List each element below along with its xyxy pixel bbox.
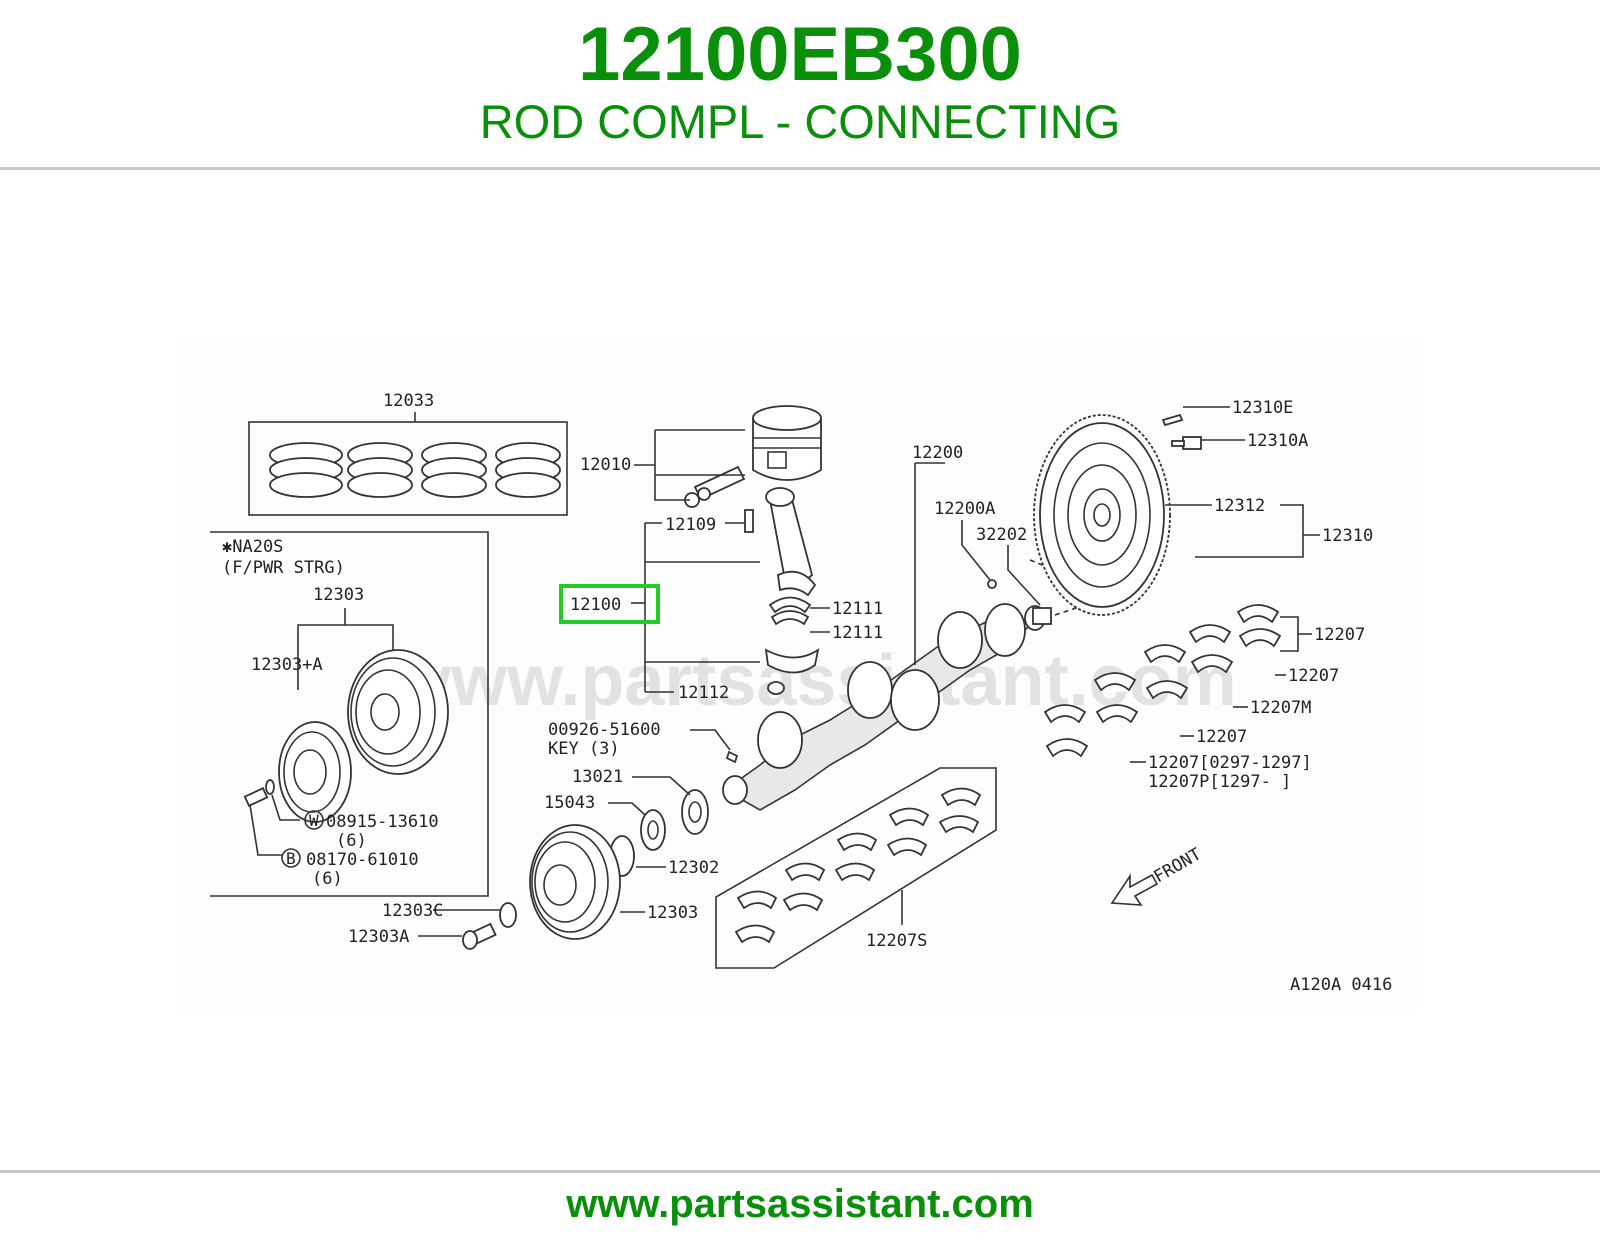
label-12033: 12033 <box>383 391 434 411</box>
rod-cap <box>764 648 820 695</box>
label-12200A: 12200A <box>934 499 995 519</box>
key-part <box>725 750 739 764</box>
label-12303C: 12303C <box>382 901 443 921</box>
inset-w-letter: W <box>309 811 319 830</box>
inset-b-letter: B <box>286 849 296 868</box>
front-arrow-icon <box>1110 873 1159 906</box>
piston <box>752 405 822 481</box>
header-divider <box>0 167 1600 170</box>
rod-bearing-upper <box>768 596 812 626</box>
label-12207-a: 12207 <box>1314 625 1365 645</box>
highlight-12100-box[interactable] <box>559 584 660 624</box>
page-header: 12100EB300 ROD COMPL - CONNECTING <box>0 0 1600 168</box>
inset-pulley-front <box>278 721 352 823</box>
inset-title: ✱NA20S <box>222 537 283 557</box>
crankshaft <box>722 603 1046 811</box>
label-12310: 12310 <box>1322 526 1373 546</box>
label-12303: 12303 <box>647 903 698 923</box>
pulley-washer <box>499 902 517 928</box>
label-12302: 12302 <box>668 858 719 878</box>
piston-ring-3 <box>421 442 487 498</box>
label-12207-b: 12207 <box>1288 666 1339 686</box>
inset-label-08915-qty: (6) <box>336 831 367 851</box>
connecting-rod <box>744 487 817 597</box>
label-12310E: 12310E <box>1232 398 1293 418</box>
flywheel-dowel <box>1161 413 1184 427</box>
label-12303A: 12303A <box>348 927 409 947</box>
piston-ring-set <box>248 421 568 516</box>
inset-subtitle: (F/PWR STRG) <box>222 558 345 578</box>
label-key-qty: KEY (3) <box>548 739 620 759</box>
label-12111-upper: 12111 <box>832 599 883 619</box>
label-12109: 12109 <box>665 515 716 535</box>
piston-ring-1 <box>269 442 343 498</box>
label-12207S: 12207S <box>866 931 927 951</box>
footer-divider <box>0 1170 1600 1173</box>
piston-ring-2 <box>347 442 413 498</box>
label-32202: 32202 <box>976 525 1027 545</box>
inset-bolt <box>243 779 275 807</box>
label-12312: 12312 <box>1214 496 1265 516</box>
label-12310A: 12310A <box>1247 431 1308 451</box>
inset-na20s: ✱NA20S (F/PWR STRG) 12303 12303+A W 0891… <box>210 531 489 897</box>
inset-label-08170-qty: (6) <box>312 869 343 889</box>
main-bearing-kit-box <box>715 767 997 969</box>
diagram-code: A120A 0416 <box>1290 975 1392 995</box>
inset-w-circle <box>304 810 324 830</box>
label-00926-51600: 00926-51600 <box>548 720 661 740</box>
main-bearing-set-right <box>1043 604 1282 758</box>
inset-label-08915: 08915-13610 <box>326 812 439 832</box>
label-15043: 15043 <box>544 793 595 813</box>
label-12207M: 12207M <box>1250 698 1311 718</box>
label-13021: 13021 <box>572 767 623 787</box>
oil-pump-drive-spacer <box>640 809 666 851</box>
flywheel <box>1033 414 1171 616</box>
inset-label-12303A: 12303+A <box>251 655 323 675</box>
label-12207-c: 12207 <box>1196 727 1247 747</box>
inset-b-circle <box>281 848 301 868</box>
label-12111-lower: 12111 <box>832 623 883 643</box>
part-number-title: 12100EB300 <box>578 12 1022 97</box>
crank-pulley <box>529 824 621 940</box>
footer-website-link[interactable]: www.partsassistant.com <box>566 1182 1034 1226</box>
piston-ring-4 <box>495 442 561 498</box>
label-12112: 12112 <box>678 683 729 703</box>
inset-label-12303: 12303 <box>313 585 364 605</box>
label-12207-range: 12207[0297-1297] <box>1148 753 1312 773</box>
inset-label-08170: 08170-61010 <box>306 850 419 870</box>
pulley-bolt <box>462 922 497 950</box>
label-12207P-range: 12207P[1297- ] <box>1148 772 1291 792</box>
flywheel-bolt <box>1171 436 1202 450</box>
label-12100[interactable]: 12100 <box>570 595 621 615</box>
inset-pulley-rear <box>347 649 449 775</box>
label-12200: 12200 <box>912 443 963 463</box>
crank-sprocket <box>681 789 709 835</box>
label-12010: 12010 <box>580 455 631 475</box>
part-name-subtitle: ROD COMPL - CONNECTING <box>479 95 1121 148</box>
